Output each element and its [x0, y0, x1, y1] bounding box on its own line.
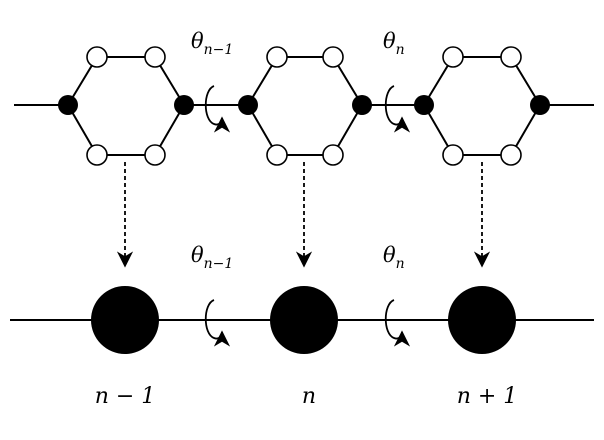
rotation-arrow-icon [384, 299, 411, 347]
open-atom [86, 46, 108, 68]
filled-atom [238, 95, 258, 115]
ring-unit-n-plus-1 [414, 46, 550, 166]
open-atom [266, 144, 288, 166]
open-atom [144, 144, 166, 166]
site-label: n + 1 [457, 384, 518, 409]
atomistic-chain: θn−1 θn [14, 29, 594, 166]
filled-atom [58, 95, 78, 115]
open-atom [144, 46, 166, 68]
coarse-grained-chain: θn−1 θn n − 1 n n + 1 [10, 243, 594, 409]
open-atom [442, 46, 464, 68]
bead-n-minus-1 [91, 286, 159, 354]
open-atom [266, 46, 288, 68]
hexagon-ring [422, 56, 542, 156]
rotation-arrow-icon [384, 85, 411, 133]
coarse-graining-mapping [116, 162, 491, 268]
bead-n-plus-1 [448, 286, 516, 354]
hexagon-ring [66, 56, 186, 156]
site-label: n [302, 384, 316, 409]
filled-atom [352, 95, 372, 115]
open-atom [86, 144, 108, 166]
open-atom [500, 46, 522, 68]
open-atom [500, 144, 522, 166]
dihedral-angle-label: θn [383, 29, 405, 58]
open-atom [322, 46, 344, 68]
filled-atom [174, 95, 194, 115]
rotation-arrow-icon [204, 85, 231, 133]
hexagon-ring [246, 56, 364, 156]
ring-unit-n-minus-1 [58, 46, 194, 166]
ring-unit-n [238, 46, 372, 166]
dihedral-angle-label: θn−1 [191, 29, 233, 58]
dihedral-angle-label: θn [383, 243, 405, 272]
filled-atom [530, 95, 550, 115]
bead-n [270, 286, 338, 354]
rotation-arrow-icon [204, 299, 231, 347]
open-atom [322, 144, 344, 166]
dihedral-angle-label: θn−1 [191, 243, 233, 272]
filled-atom [414, 95, 434, 115]
site-label: n − 1 [95, 384, 156, 409]
open-atom [442, 144, 464, 166]
